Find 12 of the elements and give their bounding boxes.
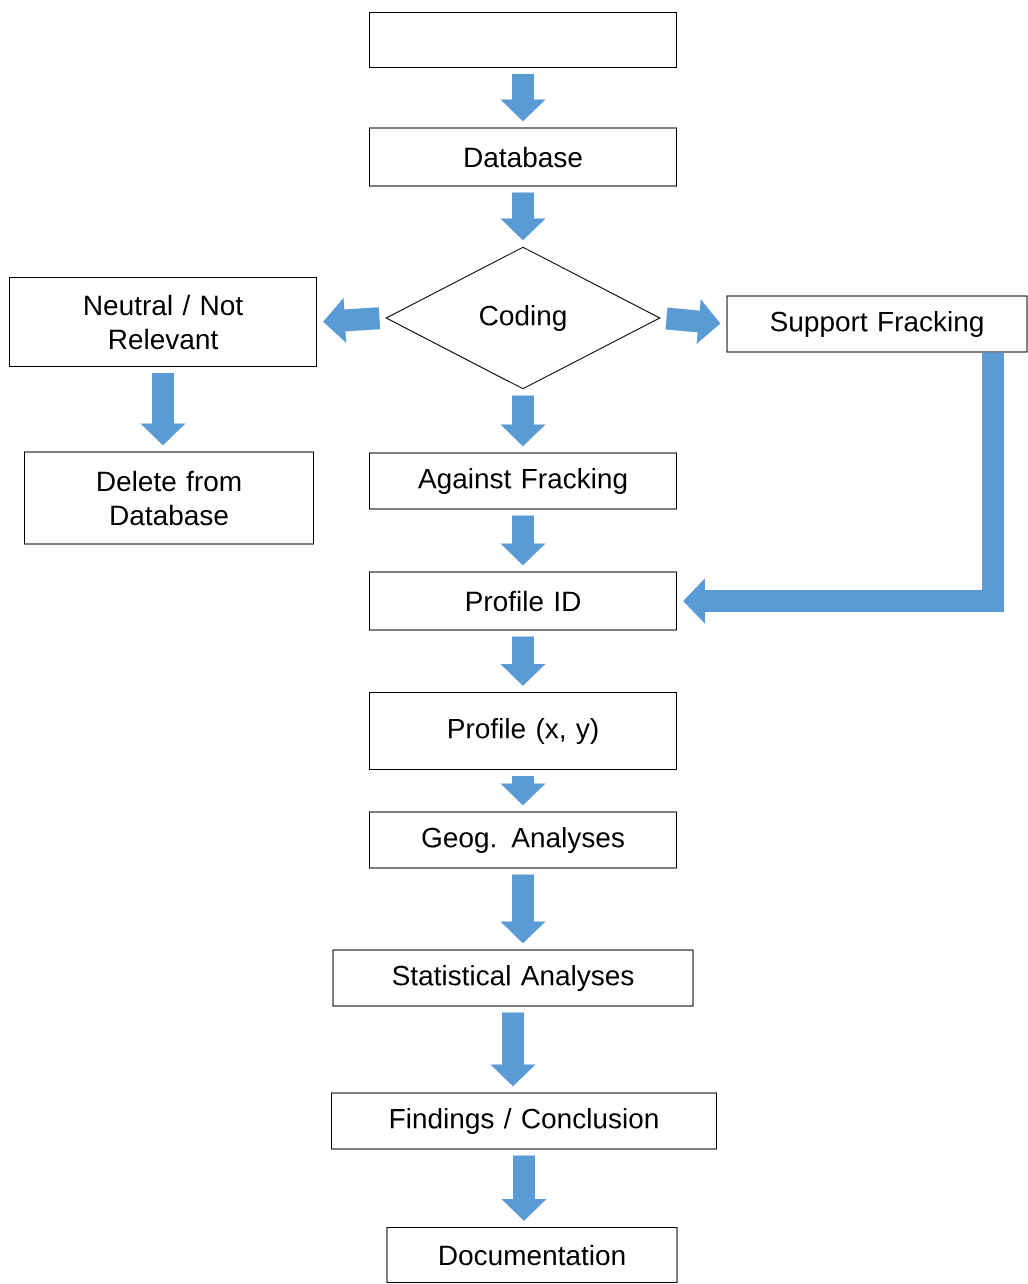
process-box: Against Fracking bbox=[369, 452, 677, 510]
process-box: Delete from Database bbox=[24, 451, 314, 545]
process-box: Findings / Conclusion bbox=[331, 1092, 717, 1150]
process-box: Profile (x, y) bbox=[369, 692, 677, 770]
process-box: Neutral / Not Relevant bbox=[9, 277, 317, 367]
process-box: Profile ID bbox=[369, 571, 677, 631]
process-box: Statistical Analyses bbox=[332, 949, 694, 1007]
process-box: Support Fracking bbox=[726, 295, 1028, 353]
process-box: Geog. Analyses bbox=[369, 811, 677, 869]
process-box: Database bbox=[369, 127, 677, 187]
process-box bbox=[369, 12, 677, 68]
process-box: Documentation bbox=[386, 1227, 678, 1283]
